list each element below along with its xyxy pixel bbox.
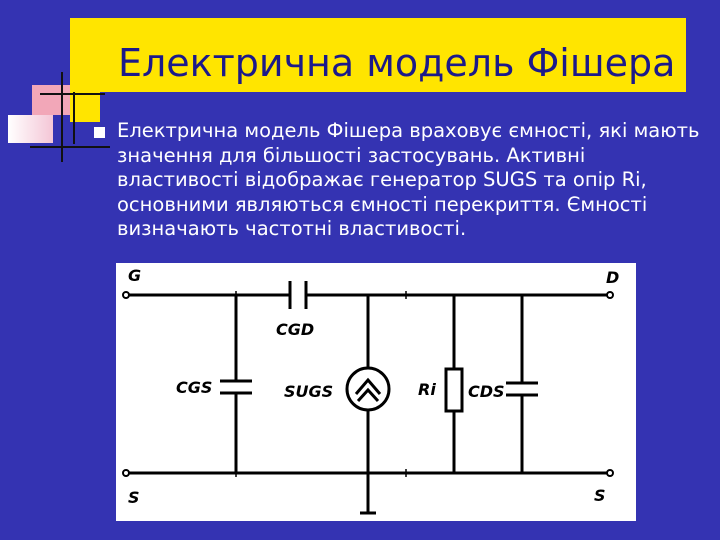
- circuit-diagram: G D S S CGD CGS SUGS Ri CDS: [116, 263, 636, 521]
- label-cgd: CGD: [276, 320, 314, 339]
- decor-vertical-line: [61, 72, 63, 162]
- body-line: значення для більшості застосувань. Акти…: [117, 143, 586, 167]
- decor-pink-block: [8, 115, 53, 143]
- body-line: основними являються ємності перекриття. …: [117, 192, 648, 216]
- decor-horizontal-line-2: [30, 146, 110, 148]
- capacitor-icon: [220, 295, 252, 473]
- label-d: D: [606, 268, 619, 287]
- body-paragraph: Електрична модель Фішера враховує ємност…: [117, 119, 700, 242]
- decor-yellow-block: [70, 92, 100, 122]
- capacitor-icon: [288, 281, 308, 309]
- circuit-svg: G D S S CGD CGS SUGS Ri CDS: [122, 266, 619, 515]
- label-s-left: S: [128, 488, 140, 507]
- body-line: визначають частотні властивості.: [117, 217, 467, 240]
- square-bullet-icon: [94, 127, 105, 138]
- title-bar: [70, 18, 686, 92]
- terminal-icon: [122, 469, 130, 477]
- current-source-icon: [345, 295, 391, 515]
- label-cgs: CGS: [176, 378, 212, 397]
- label-g: G: [128, 266, 141, 285]
- body-line: Електрична модель Фішера враховує ємност…: [117, 119, 700, 142]
- decor-red-block: [32, 85, 72, 115]
- decor-vertical-line-2: [73, 84, 75, 144]
- terminal-icon: [122, 291, 130, 299]
- terminal-icon: [606, 469, 614, 477]
- decor-horizontal-line: [40, 93, 105, 95]
- terminal-icon: [606, 291, 614, 299]
- label-ri: Ri: [418, 380, 436, 399]
- capacitor-icon: [506, 295, 538, 473]
- body-line: властивості відображає генератор SUGS та…: [117, 168, 647, 191]
- page-title: Електрична модель Фішера: [118, 41, 676, 85]
- resistor-icon: [444, 295, 464, 473]
- label-s-right: S: [594, 486, 606, 505]
- label-sugs: SUGS: [284, 382, 333, 401]
- label-cds: CDS: [468, 382, 505, 401]
